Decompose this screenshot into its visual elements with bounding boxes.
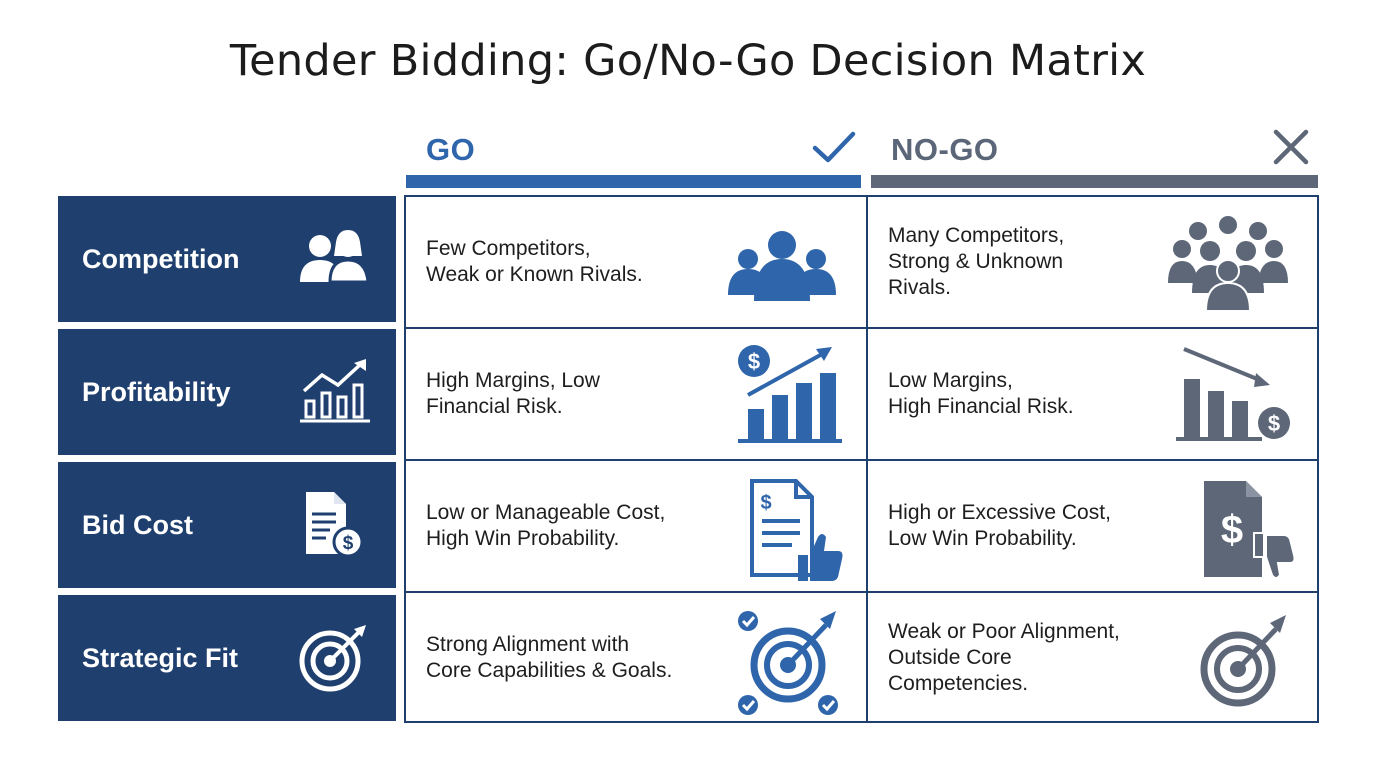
go-cell-strategic-fit: Strong Alignment with Core Capabilities … [406,593,866,723]
svg-text:$: $ [1268,411,1280,436]
nogo-cell-bid-cost: High or Excessive Cost, Low Win Probabil… [868,461,1319,591]
nogo-cell-strategic-fit: Weak or Poor Alignment, Outside Core Com… [868,593,1319,723]
row-divider [406,459,1317,461]
growth-chart-icon [300,359,370,423]
rising-chart-dollar-icon: $ [738,345,842,443]
page-title: Tender Bidding: Go/No-Go Decision Matrix [229,36,1147,86]
go-text-profitability: High Margins, Low Financial Risk. [426,369,600,418]
nogo-text-profitability: Low Margins, High Financial Risk. [888,369,1074,418]
go-cell-profitability: High Margins, Low Financial Risk. $ [406,329,866,459]
go-text-competition: Few Competitors, Weak or Known Rivals. [426,237,643,286]
svg-text:$: $ [748,349,760,374]
row-divider [406,327,1317,329]
nogo-cell-profitability: Low Margins, High Financial Risk. $ [868,329,1319,459]
nogo-text-bid-cost: High or Excessive Cost, Low Win Probabil… [888,501,1111,550]
target-checks-icon [738,611,838,715]
row-label-competition: Competition [58,196,396,322]
go-column-header: GO [406,128,861,188]
row-label-bid-cost: Bid Cost $ [58,462,396,588]
go-label: GO [426,132,476,167]
document-thumbs-down-icon: $ [1204,481,1296,579]
nogo-header-bar [871,175,1318,188]
go-cell-bid-cost: Low or Manageable Cost, High Win Probabi… [406,461,866,591]
row-divider [406,591,1317,593]
target-icon [1200,615,1286,707]
go-text-strategic-fit: Strong Alignment with Core Capabilities … [426,633,673,682]
people-icon [300,230,370,284]
row-label-text: Strategic Fit [82,642,239,673]
row-label-text: Competition [82,243,240,274]
small-group-icon [728,231,836,301]
svg-text:$: $ [760,492,771,514]
crowd-icon [1168,216,1288,312]
nogo-label: NO-GO [891,132,999,167]
svg-text:$: $ [1221,508,1243,552]
go-header-bar [406,175,861,188]
nogo-text-strategic-fit: Weak or Poor Alignment, Outside Core Com… [888,620,1120,695]
row-label-strategic-fit: Strategic Fit [58,595,396,721]
decision-matrix: Few Competitors, Weak or Known Rivals. M… [404,195,1319,723]
nogo-column-header: NO-GO [871,128,1318,188]
target-icon [299,625,366,692]
go-cell-competition: Few Competitors, Weak or Known Rivals. [406,197,866,327]
go-text-bid-cost: Low or Manageable Cost, High Win Probabi… [426,501,666,550]
falling-chart-dollar-icon: $ [1176,347,1290,441]
row-label-text: Bid Cost [82,509,193,540]
document-thumbs-up-icon: $ [750,479,843,581]
row-label-profitability: Profitability [58,329,396,455]
nogo-text-competition: Many Competitors, Strong & Unknown Rival… [888,224,1065,299]
row-label-text: Profitability [82,376,231,407]
document-dollar-icon: $ [306,492,364,558]
x-mark-icon [1273,129,1309,165]
nogo-cell-competition: Many Competitors, Strong & Unknown Rival… [868,197,1319,327]
checkmark-icon [812,131,856,163]
svg-text:$: $ [343,533,354,554]
